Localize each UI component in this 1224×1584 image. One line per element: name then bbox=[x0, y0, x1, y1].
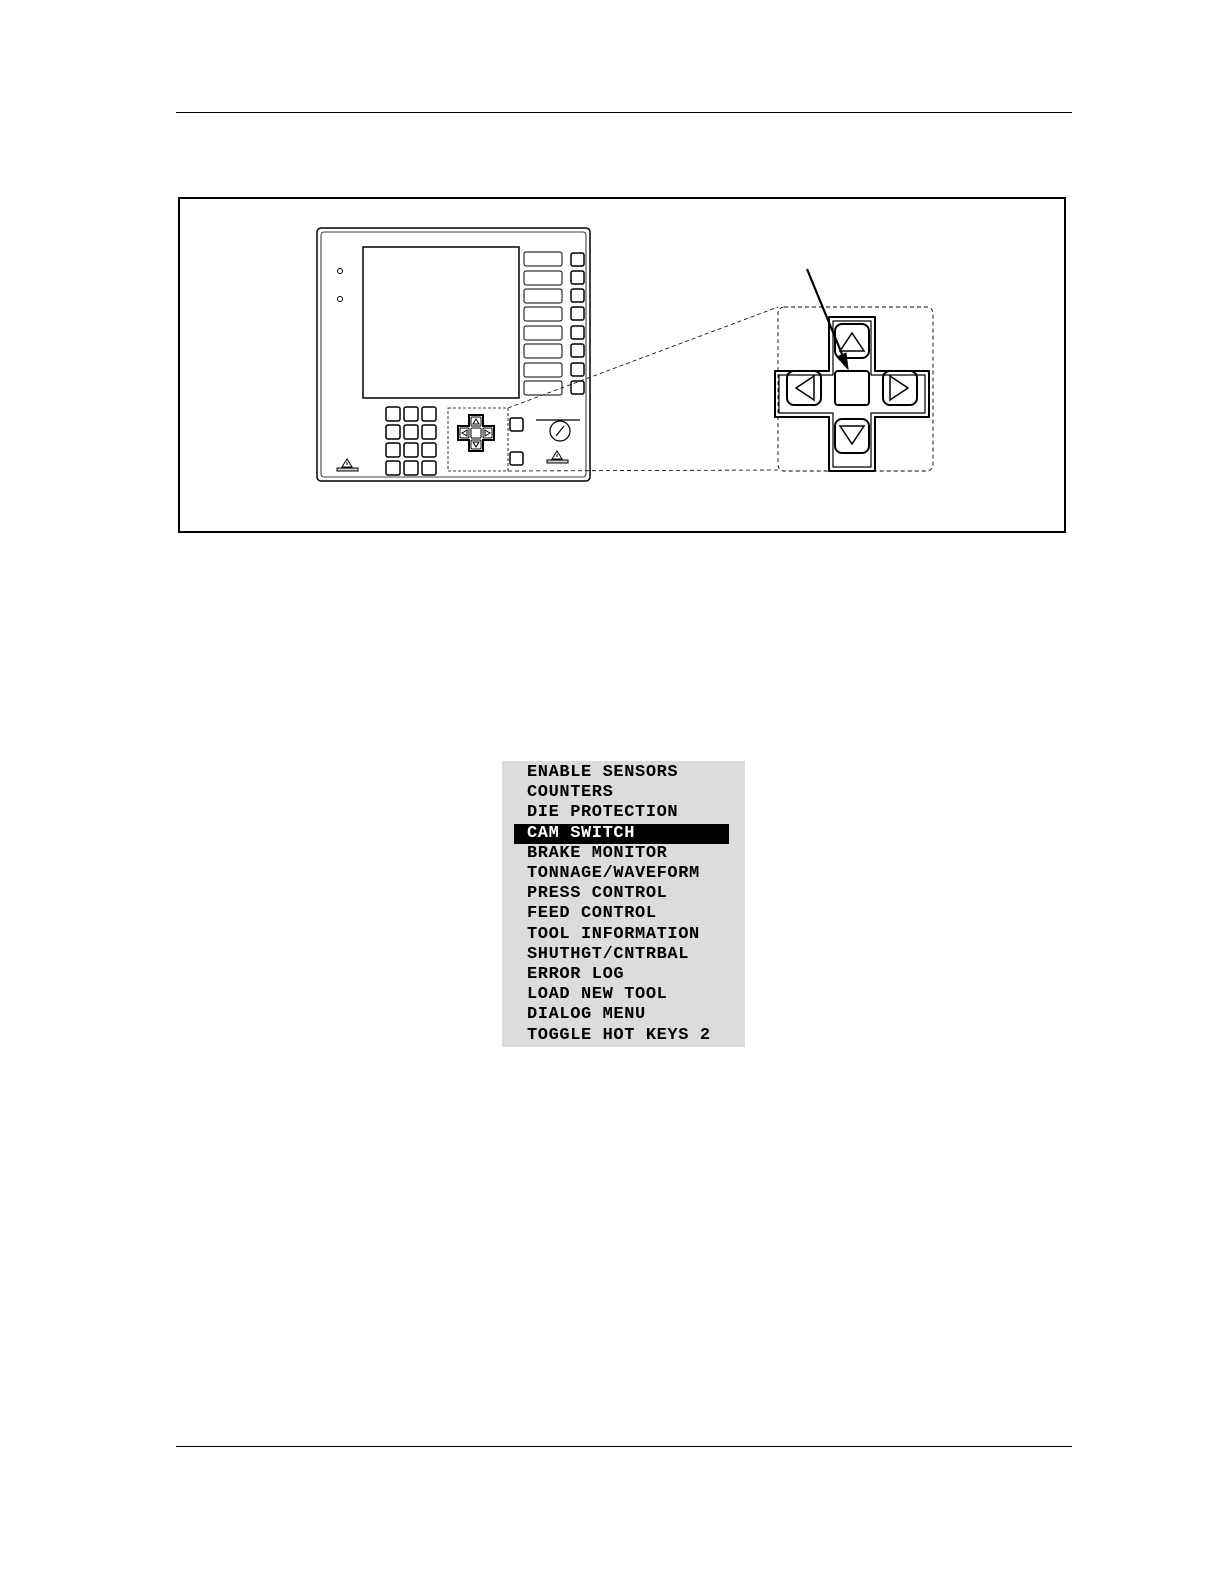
menu-item[interactable]: TONNAGE/WAVEFORM bbox=[514, 864, 729, 884]
menu-item-selected[interactable]: CAM SWITCH bbox=[514, 824, 729, 844]
figure-box bbox=[178, 197, 1066, 533]
arrow-up-key[interactable] bbox=[835, 324, 869, 358]
keypad-diagram bbox=[180, 199, 1064, 531]
panel-function-key-2[interactable] bbox=[510, 452, 523, 465]
indicator-led-2 bbox=[338, 297, 343, 302]
soft-key-buttons[interactable] bbox=[571, 253, 584, 394]
menu-item[interactable]: FEED CONTROL bbox=[514, 904, 729, 924]
soft-key-labels bbox=[524, 252, 562, 395]
enter-key-icon[interactable] bbox=[835, 371, 869, 405]
pointer-arrow-icon bbox=[807, 269, 848, 369]
enlarged-view-box bbox=[778, 307, 933, 471]
key-switch-icon bbox=[536, 420, 580, 441]
menu-item[interactable]: SHUTHGT/CNTRBAL bbox=[514, 945, 729, 965]
arrow-up-icon bbox=[840, 333, 864, 351]
panel-cursor-keys[interactable] bbox=[458, 415, 494, 451]
arrow-left-icon bbox=[796, 376, 814, 400]
menu-item[interactable]: DIE PROTECTION bbox=[514, 803, 729, 823]
menu-item[interactable]: TOOL INFORMATION bbox=[514, 925, 729, 945]
lcd-display bbox=[363, 247, 519, 398]
menu-item[interactable]: DIALOG MENU bbox=[514, 1005, 729, 1025]
arrow-left-key[interactable] bbox=[787, 371, 821, 405]
warning-triangle-icon bbox=[337, 459, 358, 471]
arrow-right-icon bbox=[890, 376, 908, 400]
warning-triangle-icon bbox=[547, 451, 568, 463]
header-rule bbox=[176, 112, 1072, 113]
menu-item[interactable]: PRESS CONTROL bbox=[514, 884, 729, 904]
indicator-led-1 bbox=[338, 269, 343, 274]
arrow-down-key[interactable] bbox=[835, 419, 869, 453]
numeric-keypad[interactable] bbox=[386, 407, 436, 475]
menu-item[interactable]: COUNTERS bbox=[514, 783, 729, 803]
arrow-right-key[interactable] bbox=[883, 371, 917, 405]
enlarged-cursor-keys bbox=[775, 317, 929, 471]
menu-item[interactable]: BRAKE MONITOR bbox=[514, 844, 729, 864]
menu-item[interactable]: ENABLE SENSORS bbox=[514, 763, 729, 783]
menu-item[interactable]: TOGGLE HOT KEYS 2 bbox=[514, 1026, 729, 1046]
menu-item[interactable]: ERROR LOG bbox=[514, 965, 729, 985]
arrow-down-icon bbox=[840, 426, 864, 444]
zoom-projection-lines bbox=[508, 307, 778, 471]
panel-function-key-1[interactable] bbox=[510, 418, 523, 431]
menu-item[interactable]: LOAD NEW TOOL bbox=[514, 985, 729, 1005]
footer-rule bbox=[176, 1446, 1072, 1447]
